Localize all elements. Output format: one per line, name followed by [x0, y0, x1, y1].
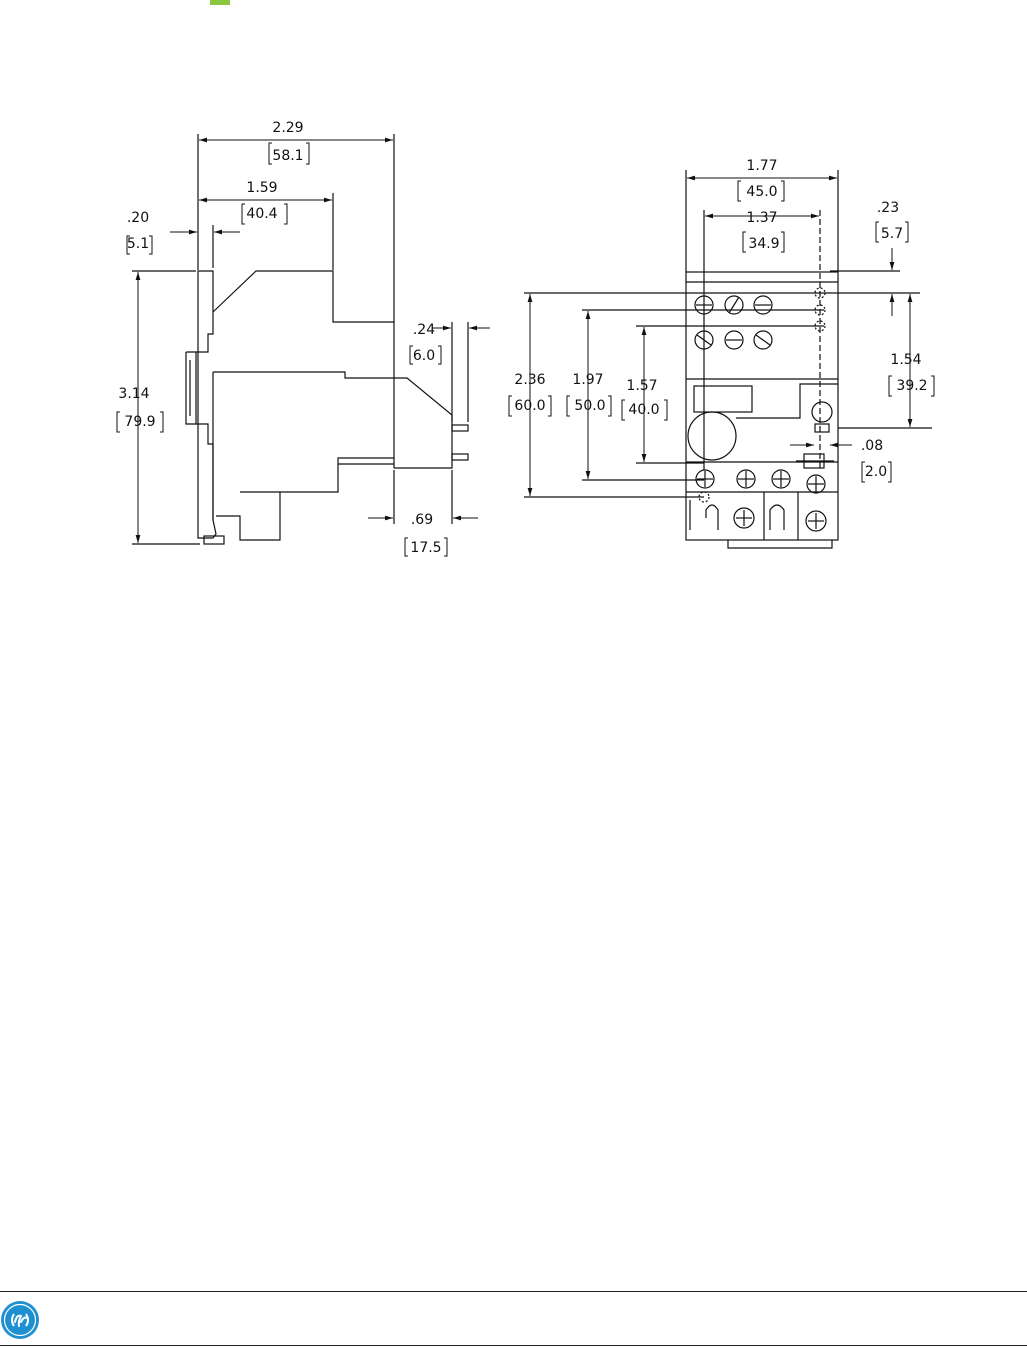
- front-view-brackets: [508, 180, 935, 483]
- dim-body-width-in: 1.59: [246, 180, 277, 196]
- dim-height-in: 3.14: [118, 386, 149, 402]
- side-view-brackets: [116, 142, 448, 557]
- footer-rule-top: [0, 1291, 1027, 1292]
- dim-top-offset-in: .23: [877, 200, 899, 216]
- dim-overall-width-mm: 58.1: [272, 148, 303, 164]
- dim-top-offset-mm: 5.7: [881, 226, 903, 242]
- dim-pin-height-b-mm: 40.0: [628, 402, 659, 418]
- dim-height-mm: 79.9: [124, 414, 155, 430]
- front-view: [524, 170, 932, 549]
- dim-pin-projection-mm: 6.0: [413, 348, 435, 364]
- dim-pin-spacing-in: 1.37: [746, 210, 777, 226]
- dim-right-height-in: 1.54: [890, 352, 921, 368]
- dim-mount-height-in: 2.36: [514, 372, 545, 388]
- footer-rule-bottom: [0, 1345, 1027, 1346]
- dim-rail-offset-mm: 5.1: [127, 236, 149, 252]
- dim-right-height-mm: 39.2: [896, 378, 927, 394]
- dim-pin-spacing-mm: 34.9: [748, 236, 779, 252]
- dim-front-width-in: 1.77: [746, 158, 777, 174]
- dim-pin-height-a-mm: 50.0: [574, 398, 605, 414]
- ge-logo-icon: [1, 1301, 39, 1339]
- dim-body-width-mm: 40.4: [246, 206, 277, 222]
- front-view-dimensions: [527, 175, 913, 496]
- dim-pin-depth-mm: 17.5: [410, 540, 441, 556]
- accent-tab: [210, 0, 230, 5]
- dim-pin-depth-in: .69: [411, 512, 433, 528]
- dim-pin-height-b-in: 1.57: [626, 378, 657, 394]
- dim-pin-projection-in: .24: [413, 322, 435, 338]
- front-view-labels: 1.77 45.0 1.37 34.9 .23 5.7 2.36 60.0 1.…: [514, 158, 927, 480]
- dim-front-width-mm: 45.0: [746, 184, 777, 200]
- dim-pin-height-a-in: 1.97: [572, 372, 603, 388]
- side-view-labels: 2.29 58.1 1.59 40.4 .20 5.1 3.14 79.9 .2…: [118, 120, 441, 556]
- side-view: [132, 134, 469, 545]
- dim-rail-offset-in: .20: [127, 210, 149, 226]
- dimension-drawing: 2.29 58.1 1.59 40.4 .20 5.1 3.14 79.9 .2…: [116, 120, 935, 557]
- dim-overall-width-in: 2.29: [272, 120, 303, 136]
- side-view-dimensions: [135, 137, 490, 543]
- dim-small-offset-in: .08: [861, 438, 883, 454]
- dim-mount-height-mm: 60.0: [514, 398, 545, 414]
- dim-small-offset-mm: 2.0: [865, 464, 887, 480]
